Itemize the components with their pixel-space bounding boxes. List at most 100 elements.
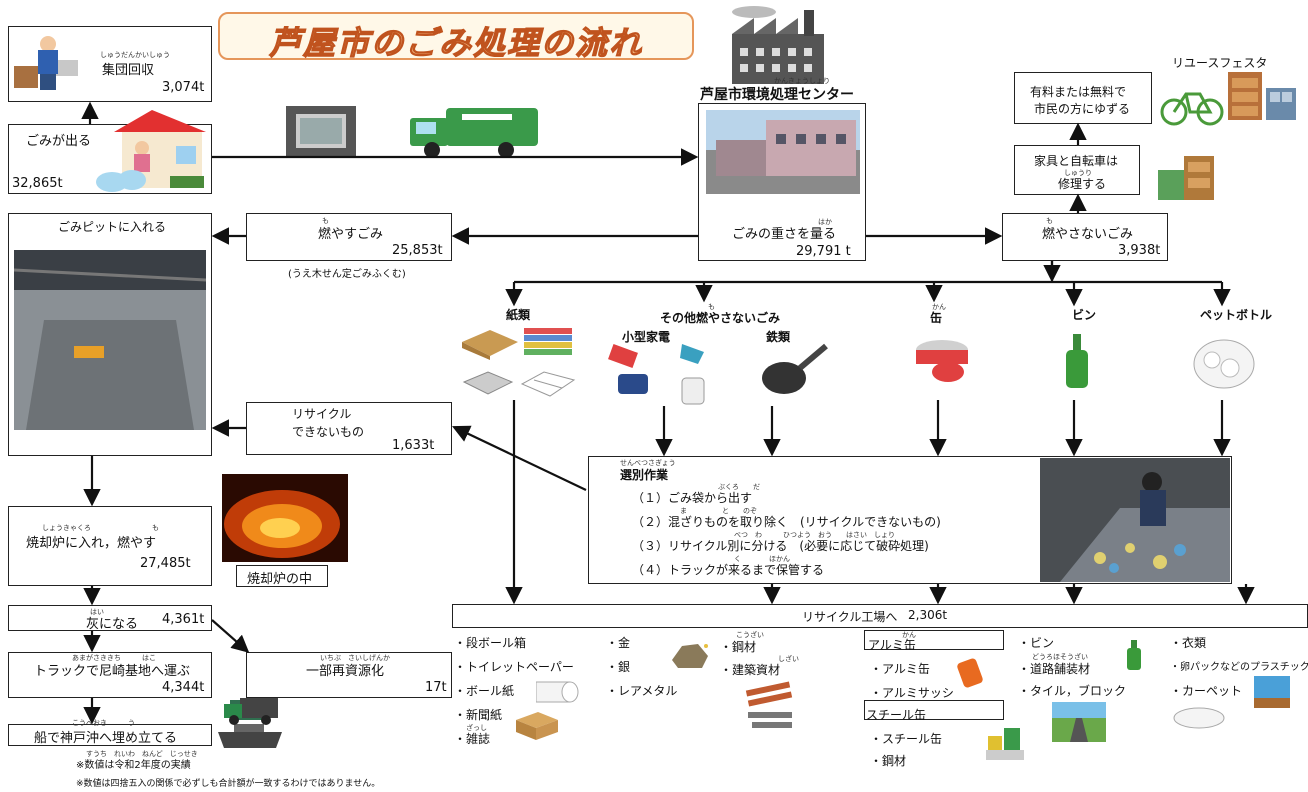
can-icon bbox=[916, 340, 968, 382]
cat-bottle: ビン bbox=[1072, 308, 1097, 322]
cat-small-appliance: 小型家電 bbox=[622, 330, 671, 344]
out-alu-2: ・アルミサッシ bbox=[870, 686, 954, 700]
out-bottle-2: ・道路舗装材 bbox=[1018, 662, 1091, 676]
nonrecyclable-line2: できないもの bbox=[292, 425, 365, 439]
factory-label: リサイクル工場へ bbox=[802, 610, 898, 624]
ash-box bbox=[8, 605, 212, 631]
note-1: ※数値は令和2年度の実績 bbox=[76, 760, 191, 771]
note-2: ※数値は四捨五入の関係で必ずしも合計額が一致するわけではありません。 bbox=[76, 779, 381, 789]
step-ruby-4: く ほかん bbox=[734, 555, 790, 563]
out-steel-1: ・スチール缶 bbox=[870, 732, 943, 746]
burnable-label: 燃やすごみ bbox=[318, 227, 384, 242]
out-pet-3: ・カーペット bbox=[1170, 684, 1243, 698]
out-bottle-1: ・ビン bbox=[1018, 636, 1055, 650]
sorting-ruby: せんべつさぎょう bbox=[620, 459, 676, 467]
repair-line1: 家具と自転車は bbox=[1034, 154, 1119, 168]
notes-ruby: すうち れいわ ねんど じっせき bbox=[86, 750, 198, 758]
step-ruby-1: ぶくろ だ bbox=[718, 483, 760, 491]
repair-box bbox=[1014, 145, 1140, 195]
cat-iron: 鉄類 bbox=[766, 330, 791, 344]
cat-paper: 紙類 bbox=[506, 308, 531, 322]
box-icon bbox=[516, 712, 558, 740]
nonrecyclable-value: 1,633t bbox=[392, 438, 435, 453]
out-bottle-3: ・タイル，ブロック bbox=[1018, 684, 1127, 698]
ash-value: 4,361t bbox=[162, 612, 205, 627]
reuse-part-value: 17t bbox=[425, 680, 447, 695]
repair-ruby: しゅうり bbox=[1064, 169, 1092, 177]
out-bottle-ruby: どうろほそうざい bbox=[1032, 653, 1088, 661]
ore-icon bbox=[672, 644, 708, 668]
cat-can-ruby: かん bbox=[932, 303, 946, 311]
collection-label: 集団回収 bbox=[102, 63, 155, 78]
reuse-part-ruby: いちぶ さいしげんか bbox=[320, 654, 390, 662]
burnable-note: (うえ木せん定ごみふくむ) bbox=[288, 269, 406, 280]
alu-head-box bbox=[864, 630, 1004, 650]
center-title: 芦屋市環境処理センター bbox=[700, 87, 854, 103]
reuse-part-label: 一部再資源化 bbox=[306, 664, 385, 679]
center-ruby: かんきょうしょり bbox=[774, 77, 830, 85]
books-icon bbox=[524, 328, 572, 355]
paper-icon bbox=[520, 371, 576, 397]
out-pet-2: ・卵パックなどのプラスチック bbox=[1170, 662, 1308, 673]
out-iron-2: ・建築資材 bbox=[720, 663, 781, 677]
clothes-icon bbox=[1254, 676, 1290, 708]
truck-ruby: あまがさききち はこ bbox=[72, 654, 156, 662]
cardboard-icon bbox=[462, 330, 518, 360]
give-line1: 有料または無料で bbox=[1030, 85, 1127, 99]
dump-truck-icon bbox=[224, 698, 278, 725]
incinerate-value: 27,485t bbox=[140, 556, 191, 571]
road-icon bbox=[1052, 702, 1106, 742]
furniture-icon bbox=[1158, 156, 1214, 200]
step-ruby-3: べつ わ ひつよう おう はさい しょり bbox=[734, 531, 895, 539]
out-pet-1: ・衣類 bbox=[1170, 636, 1207, 650]
out-paper-5: ・雑誌 bbox=[454, 732, 491, 746]
give-line2: 市民の方にゆずる bbox=[1034, 102, 1131, 116]
truck-box bbox=[8, 652, 212, 698]
pet-bottle-icon bbox=[1193, 339, 1255, 389]
pit-label: ごみピットに入れる bbox=[58, 220, 167, 234]
steel-head-box bbox=[864, 700, 1004, 720]
ship-label: 船で神戸沖へ埋め立てる bbox=[34, 731, 178, 746]
incinerate-ruby2: も bbox=[152, 524, 159, 532]
sorting-step-4: （４）トラックが来るまで保管する bbox=[632, 563, 825, 577]
page-title: 芦屋市のごみ処理の流れ bbox=[268, 23, 643, 62]
step-ruby-2: ま と のぞ bbox=[680, 507, 757, 515]
out-iron-ruby-2: しざい bbox=[778, 655, 799, 663]
cat-other: その他燃やさないごみ bbox=[660, 311, 781, 325]
bicycle-icon bbox=[1160, 92, 1224, 126]
steel-icon bbox=[745, 681, 793, 728]
furnace-caption-box bbox=[236, 565, 328, 587]
title-banner: 芦屋市のごみ処理の流れ bbox=[218, 12, 694, 63]
burnable-box bbox=[246, 213, 452, 261]
out-paper-1: ・段ボール箱 bbox=[454, 636, 527, 650]
ash-ruby: はい bbox=[90, 608, 104, 616]
nonburnable-label: 燃やさないごみ bbox=[1042, 227, 1134, 242]
out-metal-1: ・金 bbox=[606, 636, 631, 650]
sorting-title: 選別作業 bbox=[620, 468, 669, 482]
ship-box bbox=[8, 724, 212, 746]
steel-head: スチール缶 bbox=[866, 708, 927, 722]
factory-icon bbox=[732, 6, 824, 84]
incinerate-box bbox=[8, 506, 212, 586]
sorting-photo bbox=[1040, 458, 1230, 582]
garbage-out-value: 32,865t bbox=[12, 176, 63, 191]
truck-value: 4,344t bbox=[162, 680, 205, 695]
reuse-part-box bbox=[246, 652, 452, 698]
small-bottle-icon bbox=[1127, 640, 1141, 670]
burnable-ruby: も bbox=[322, 217, 329, 225]
out-paper-ruby: ざっし bbox=[466, 724, 487, 732]
out-alu-1: ・アルミ缶 bbox=[870, 662, 930, 676]
ship-ruby: こうべおき う bbox=[72, 719, 135, 727]
newspaper-icon bbox=[462, 371, 514, 395]
nonburnable-box bbox=[1002, 213, 1168, 261]
truck-label: トラックで尼崎基地へ運ぶ bbox=[34, 664, 191, 679]
center-value: 29,791 t bbox=[796, 244, 851, 259]
alu-head: アルミ缶 bbox=[868, 638, 916, 652]
alu-ruby: かん bbox=[902, 631, 916, 639]
nonburnable-ruby: も bbox=[1046, 217, 1053, 225]
bottle-icon bbox=[1066, 334, 1088, 388]
out-paper-4: ・新聞紙 bbox=[454, 708, 503, 722]
reuse-festa-label: リユースフェスタ bbox=[1172, 56, 1268, 70]
garbage-truck-icon bbox=[410, 108, 538, 158]
